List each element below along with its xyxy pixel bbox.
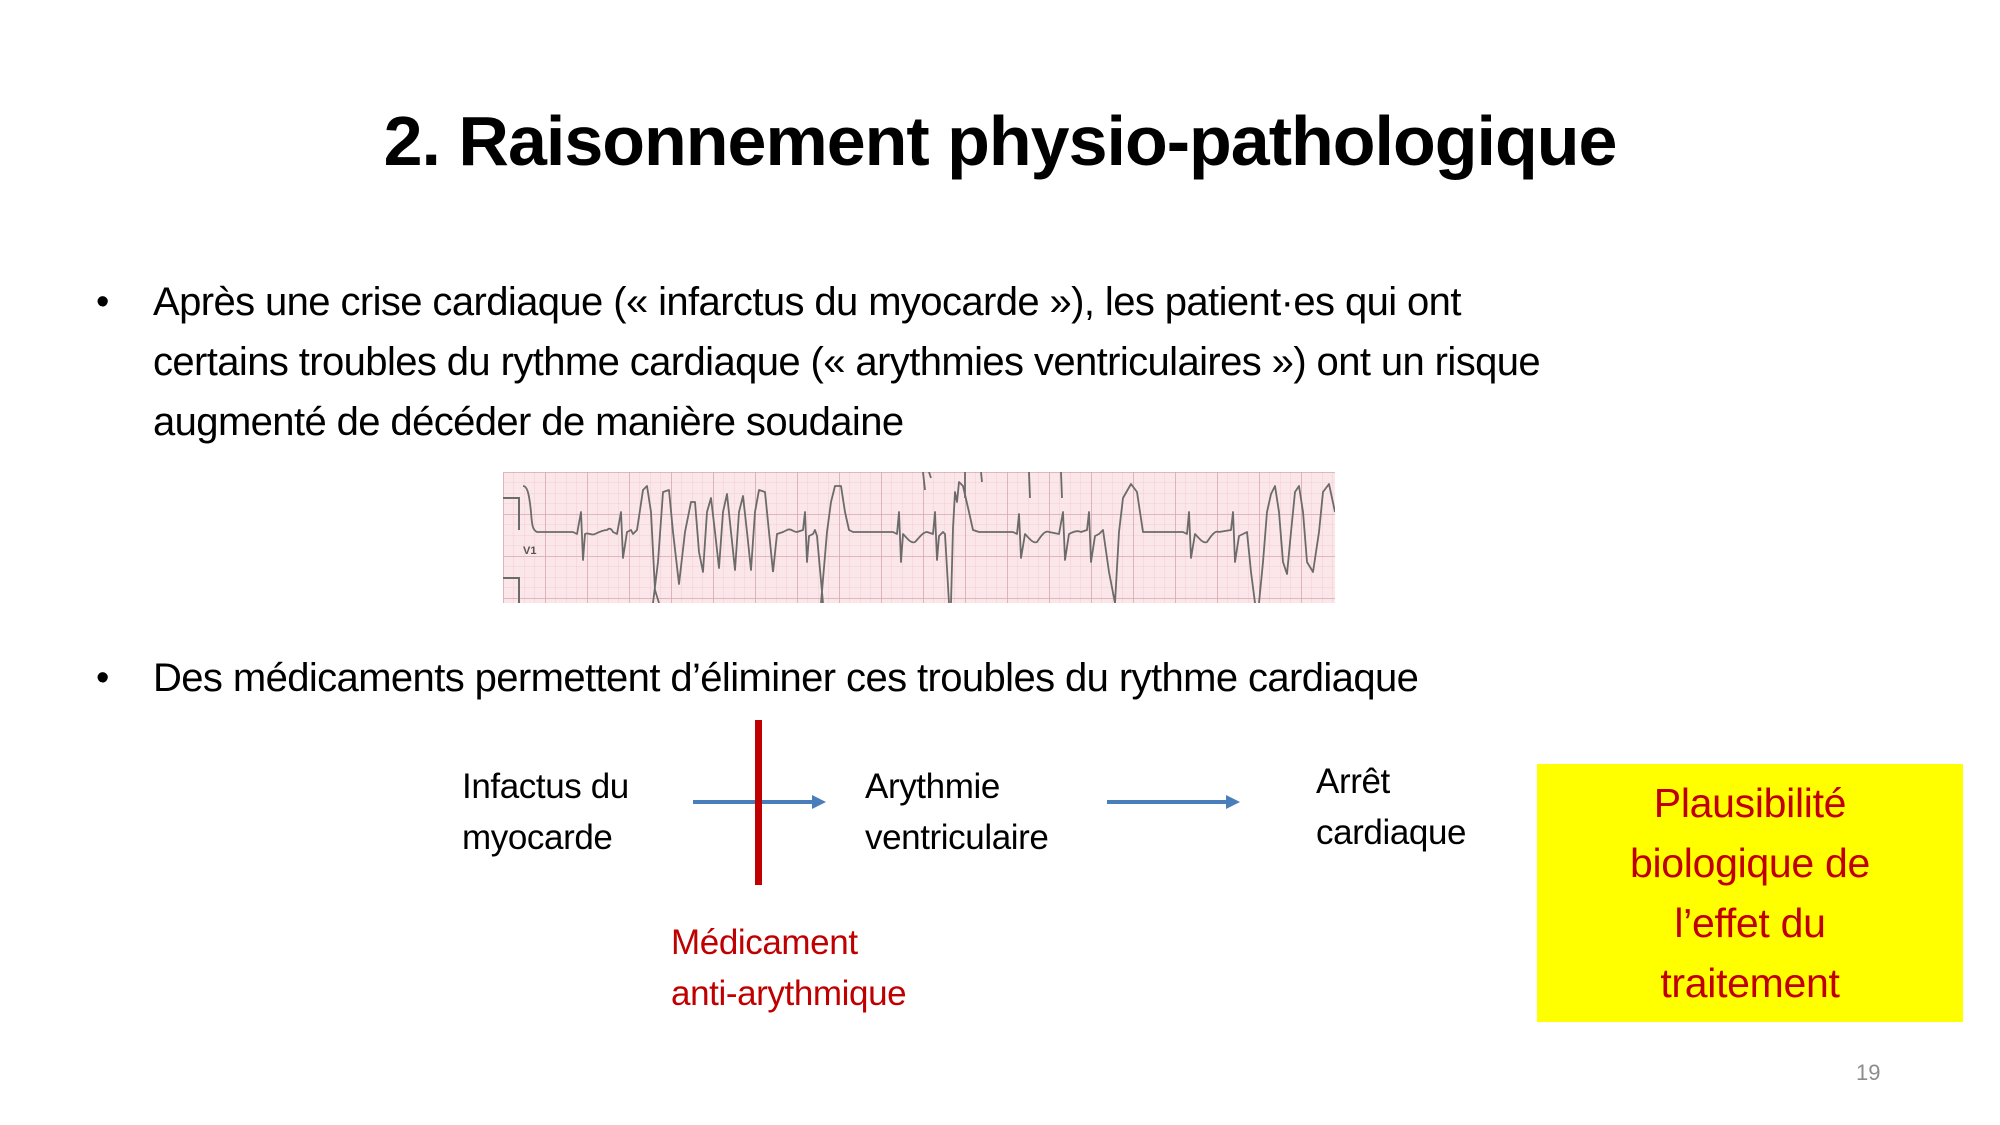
node-arythmie-line-2: ventriculaire [865, 818, 1049, 857]
callout-box: Plausibilité biologique de l’effet du tr… [1537, 764, 1963, 1022]
arrow-right-icon [1107, 795, 1240, 809]
bullet-2-text: Des médicaments permettent d’éliminer ce… [153, 648, 1953, 708]
node-arythmie: Arythmie ventriculaire [865, 761, 1049, 863]
bullet-2-line-1: Des médicaments permettent d’éliminer ce… [153, 656, 1419, 700]
bullet-1-line-3: augmenté de décéder de manière soudaine [153, 400, 904, 444]
bullet-marker: • [96, 281, 110, 323]
drug-label-line-1: Médicament [671, 923, 858, 962]
bullet-1-text: Après une crise cardiaque (« infarctus d… [153, 272, 1953, 452]
bullet-marker: • [96, 657, 110, 699]
bullet-1-line-2: certains troubles du rythme cardiaque («… [153, 340, 1541, 384]
node-arret-line-2: cardiaque [1316, 813, 1467, 852]
arrow-right-icon [693, 795, 826, 809]
drug-blocker-bar [755, 720, 762, 885]
node-infarctus-line-1: Infactus du [462, 767, 629, 806]
drug-label-line-2: anti-arythmique [671, 974, 907, 1013]
ecg-image: V1 [503, 472, 1335, 603]
bullet-1-line-1: Après une crise cardiaque (« infarctus d… [153, 280, 1461, 324]
node-arret-line-1: Arrêt [1316, 762, 1390, 801]
slide-title: 2. Raisonnement physio-pathologique [383, 102, 1618, 180]
page-number: 19 [1856, 1060, 1881, 1085]
drug-label: Médicament anti-arythmique [671, 917, 907, 1019]
node-arret-cardiaque: Arrêt cardiaque [1316, 756, 1467, 858]
lead-label: V1 [523, 545, 536, 557]
ecg-trace-graphic: V1 [503, 472, 1335, 603]
node-infarctus-line-2: myocarde [462, 818, 613, 857]
callout-text: Plausibilité biologique de l’effet du tr… [1629, 780, 1871, 1006]
node-arythmie-line-1: Arythmie [865, 767, 1000, 806]
node-infarctus: Infactus du myocarde [462, 761, 629, 863]
